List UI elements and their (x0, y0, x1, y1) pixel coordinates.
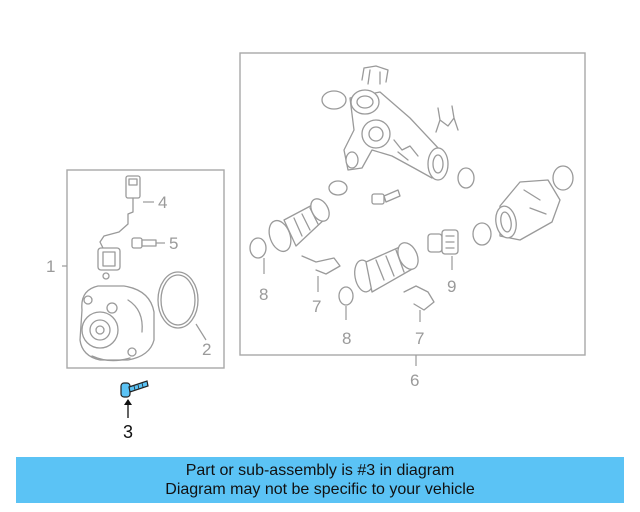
pump-seal-ring-inner (160, 274, 196, 326)
coolant-tee-housing (321, 89, 475, 189)
coolant-hose-left (268, 198, 330, 253)
coolant-hose-center (354, 242, 419, 293)
callout-2-leader (195, 323, 207, 341)
bolt-5 (131, 237, 157, 249)
info-banner: Part or sub-assembly is #3 in diagram Di… (16, 457, 624, 503)
hose-clamp-7b (403, 285, 435, 311)
callout-8b: 8 (342, 329, 351, 348)
banner-line-2: Diagram may not be specific to your vehi… (165, 481, 475, 498)
retaining-clip-top (361, 65, 389, 85)
banner-line-1: Part or sub-assembly is #3 in diagram (185, 462, 455, 479)
bolt-right-box (371, 189, 401, 205)
sensor-harness (97, 175, 141, 280)
bolt-3-highlighted (120, 380, 149, 398)
pump-assembly-box (66, 169, 225, 369)
pump-seal-ring (157, 271, 199, 329)
thermostat-sensor (427, 229, 459, 255)
o-ring-8b (338, 286, 354, 306)
callout-9: 9 (447, 277, 456, 296)
callout-8a: 8 (259, 285, 268, 304)
callout-6: 6 (410, 371, 419, 390)
callout-7a: 7 (312, 297, 321, 316)
callout-1: 1 (46, 257, 55, 276)
callout-2: 2 (202, 340, 211, 359)
o-ring-top-right (552, 165, 574, 191)
o-ring-8a (249, 237, 267, 259)
callout-3-arrow (124, 399, 132, 405)
callout-3: 3 (123, 422, 133, 442)
o-ring-small (328, 180, 348, 196)
hose-clamp-7a (301, 255, 341, 275)
thermostat-housing-box (239, 52, 586, 356)
water-pump-body (79, 285, 155, 362)
callout-4: 4 (158, 193, 167, 212)
o-ring-right (472, 222, 492, 246)
retaining-clip-right (435, 105, 459, 133)
outlet-elbow (495, 179, 561, 241)
callout-5: 5 (169, 234, 178, 253)
callout-7b: 7 (415, 329, 424, 348)
